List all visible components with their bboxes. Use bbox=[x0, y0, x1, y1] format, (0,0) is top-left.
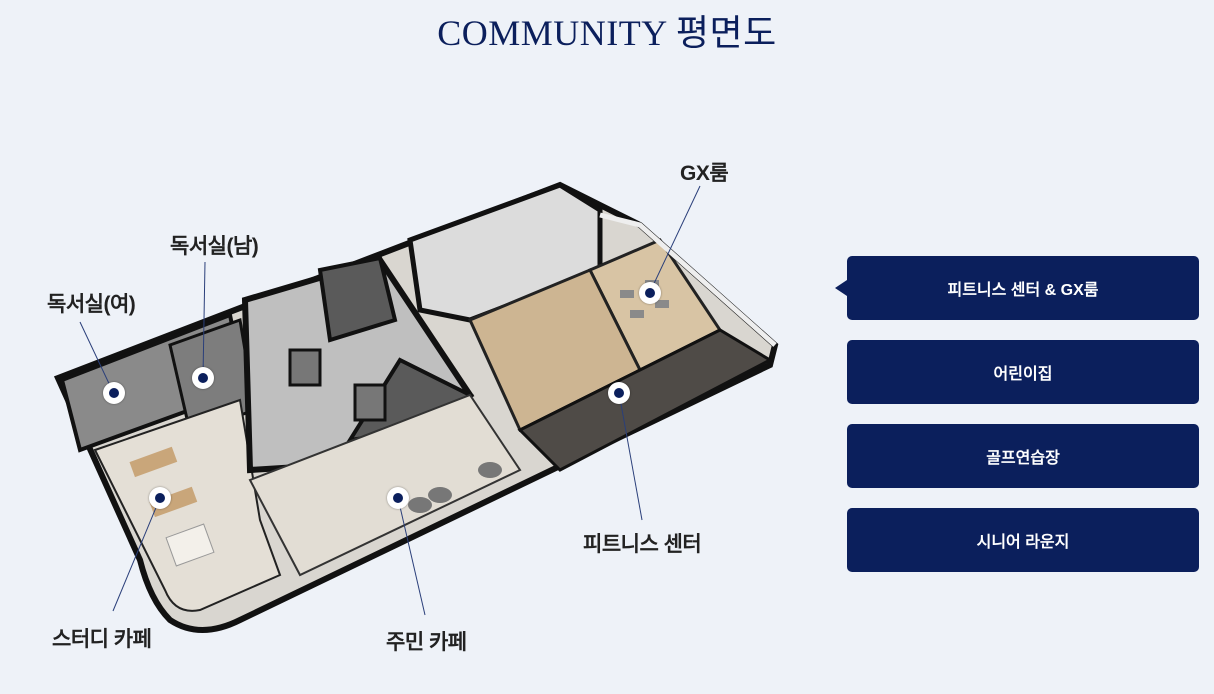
label-fitness-center: 피트니스 센터 bbox=[583, 533, 702, 556]
marker-gx-room[interactable] bbox=[639, 282, 661, 304]
marker-resident-cafe[interactable] bbox=[387, 487, 409, 509]
marker-fitness-center[interactable] bbox=[608, 382, 630, 404]
label-reading-room-female: 독서실(여) bbox=[47, 293, 136, 316]
menu-senior-lounge-button[interactable]: 시니어 라운지 bbox=[847, 508, 1199, 572]
marker-study-cafe[interactable] bbox=[149, 487, 171, 509]
floorplan-illustration bbox=[53, 181, 779, 633]
page-title: COMMUNITY 평면도 bbox=[437, 13, 777, 53]
label-reading-room-male: 독서실(남) bbox=[170, 235, 259, 258]
label-gx-room: GX룸 bbox=[680, 162, 729, 185]
menu-golf-range-button[interactable]: 골프연습장 bbox=[847, 424, 1199, 488]
facility-menu: 피트니스 센터 & GX룸 어린이집 골프연습장 시니어 라운지 bbox=[835, 256, 1199, 592]
label-study-cafe: 스터디 카페 bbox=[52, 628, 152, 651]
label-resident-cafe: 주민 카페 bbox=[386, 631, 467, 654]
marker-reading-room-female[interactable] bbox=[103, 382, 125, 404]
menu-fitness-gx-button[interactable]: 피트니스 센터 & GX룸 bbox=[835, 256, 1199, 320]
menu-daycare-button[interactable]: 어린이집 bbox=[847, 340, 1199, 404]
floorplan-image: 독서실(여) 독서실(남) GX룸 피트니스 센터 스터디 카페 주민 카페 bbox=[47, 162, 779, 654]
marker-reading-room-male[interactable] bbox=[192, 367, 214, 389]
